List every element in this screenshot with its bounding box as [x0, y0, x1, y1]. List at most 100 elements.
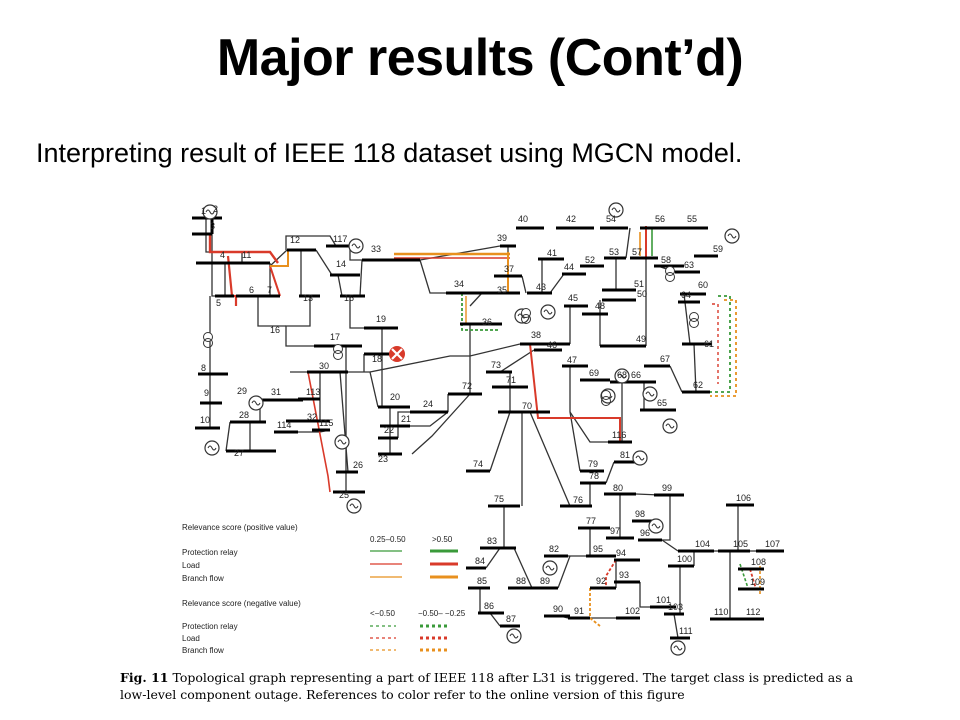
bus-label: 29	[237, 386, 247, 396]
line-64	[489, 612, 501, 627]
line-85	[410, 411, 449, 427]
slide-subtitle: Interpreting result of IEEE 118 dataset …	[36, 138, 743, 168]
bus-label: 3	[210, 221, 215, 231]
line-20	[521, 275, 527, 294]
line-40	[669, 365, 683, 393]
bus-label: 4	[220, 250, 225, 260]
bus-label: 19	[376, 314, 386, 324]
bus-label: 55	[687, 214, 697, 224]
legend-row-branch-neg: Branch flow	[182, 646, 224, 655]
bus-label: 17	[330, 332, 340, 342]
line-53	[661, 539, 679, 552]
bus-label: 68	[617, 370, 627, 380]
bus-label: 31	[271, 387, 281, 397]
bus-label: 114	[277, 420, 291, 430]
line-79	[285, 235, 337, 250]
generator-icon	[724, 228, 740, 244]
generators	[202, 202, 740, 656]
bus-label: 50	[637, 289, 647, 299]
generator-icon	[662, 418, 678, 434]
caption-label: Fig. 11	[120, 670, 169, 685]
bus-label: 84	[475, 556, 485, 566]
bus-label: 61	[704, 339, 714, 349]
bus-label: 12	[290, 235, 300, 245]
line-62	[485, 547, 501, 569]
bus-label: 106	[736, 493, 751, 503]
bus-label: 82	[549, 544, 559, 554]
highlight-14	[710, 295, 731, 393]
highlight-7	[461, 293, 500, 331]
legend-pos-range-2: >0.50	[432, 535, 453, 544]
bus-label: 48	[595, 301, 605, 311]
bus-label: 47	[567, 355, 577, 365]
bus-label: 113	[306, 387, 320, 397]
line-71	[225, 421, 231, 452]
transformer-icon	[665, 266, 675, 282]
bus-label: 26	[353, 460, 363, 470]
highlight-19	[749, 568, 757, 590]
bus-label: 90	[553, 604, 563, 614]
bus-label: 97	[610, 526, 620, 536]
bus-label: 18	[372, 354, 382, 364]
generator-icon	[346, 498, 362, 514]
generator-icon	[648, 518, 664, 534]
bus-label: 58	[661, 255, 671, 265]
generator-icon	[614, 368, 630, 384]
bus-label: 98	[635, 509, 645, 519]
generator-icon	[506, 628, 522, 644]
bus-label: 7	[267, 285, 272, 295]
bus-label: 52	[585, 255, 595, 265]
bus-label: 44	[564, 262, 574, 272]
line-68	[330, 371, 379, 408]
bus-label: 36	[482, 317, 492, 327]
generator-icon	[348, 238, 364, 254]
highlight-0	[208, 234, 279, 264]
bus-label: 35	[497, 285, 507, 295]
bus-label: 107	[765, 539, 780, 549]
bus-label: 13	[303, 293, 313, 303]
bus-label: 45	[568, 293, 578, 303]
bus-label: 39	[497, 233, 507, 243]
bus-label: 79	[588, 459, 598, 469]
bus-label: 76	[573, 495, 583, 505]
generator-icon	[204, 440, 220, 456]
line-77	[369, 343, 521, 373]
bus-label: 87	[506, 614, 516, 624]
bus-label: 6	[249, 285, 254, 295]
bus-label: 71	[506, 375, 516, 385]
bus-label: 22	[384, 425, 394, 435]
bus-bars	[192, 216, 784, 640]
bus-label: 105	[733, 539, 748, 549]
bus-label: 104	[695, 539, 710, 549]
line-10	[359, 259, 363, 297]
legend-row-branch: Branch flow	[182, 574, 224, 583]
bus-label: 64	[681, 290, 691, 300]
bus-label: 102	[625, 606, 640, 616]
bus-label: 11	[242, 250, 251, 260]
bus-label: 115	[319, 418, 333, 428]
bus-label: 20	[390, 392, 400, 402]
bus-label: 116	[612, 430, 626, 440]
bus-label: 40	[518, 214, 528, 224]
generator-icon	[334, 434, 350, 450]
bus-label: 65	[657, 398, 667, 408]
bus-label: 95	[593, 544, 603, 554]
bus-label: 1	[201, 206, 206, 216]
line-39	[693, 343, 697, 393]
bus-label: 54	[606, 214, 616, 224]
line-6	[315, 249, 333, 276]
bus-label: 21	[401, 414, 411, 424]
highlight-18	[589, 588, 601, 627]
bus-label: 5	[216, 298, 221, 308]
bus-label: 14	[336, 259, 346, 269]
line-1	[211, 234, 222, 297]
highlight-20	[739, 563, 749, 589]
generator-icon	[540, 304, 556, 320]
generator-icon	[542, 560, 558, 576]
bus-label: 85	[477, 576, 487, 586]
bus-label: 28	[239, 410, 249, 420]
bus-label: 43	[536, 282, 546, 292]
transformer-icon	[689, 312, 699, 328]
bus-label: 34	[454, 279, 464, 289]
bus-label: 78	[589, 471, 599, 481]
